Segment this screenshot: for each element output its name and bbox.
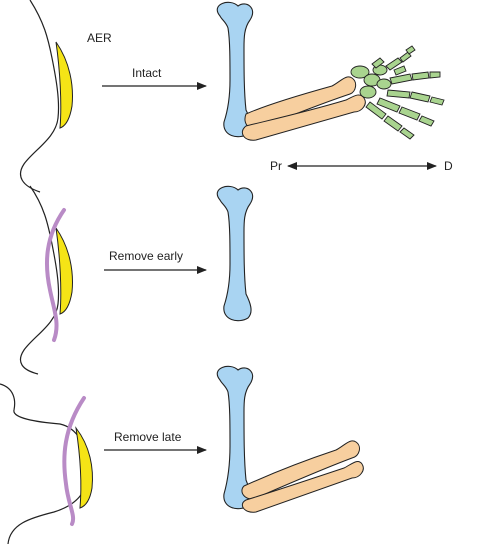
zeugopod-bone-lower xyxy=(241,94,366,141)
aer-ridge xyxy=(75,426,93,509)
remove-late-label: Remove late xyxy=(114,430,182,444)
intact-label: Intact xyxy=(132,66,162,80)
panel-remove-late: Remove late xyxy=(0,365,364,545)
proximal-label: Pr xyxy=(270,159,282,173)
limb-bud-outline xyxy=(19,0,60,193)
stylopod-bone xyxy=(216,185,254,322)
distal-label: D xyxy=(444,159,453,173)
remove-early-label: Remove early xyxy=(109,249,183,263)
aer-removal-outline xyxy=(62,396,86,526)
zeugopod-bone-lower xyxy=(241,461,364,513)
aer-ridge xyxy=(55,227,73,315)
panel-intact: AER Intact xyxy=(19,0,453,193)
aer-removal-outline xyxy=(44,208,66,342)
limb-bud-outline xyxy=(19,185,60,375)
aer-ridge xyxy=(55,41,73,129)
panel-remove-early: Remove early xyxy=(19,185,254,375)
aer-label: AER xyxy=(87,31,112,45)
autopod-bones xyxy=(350,45,445,140)
